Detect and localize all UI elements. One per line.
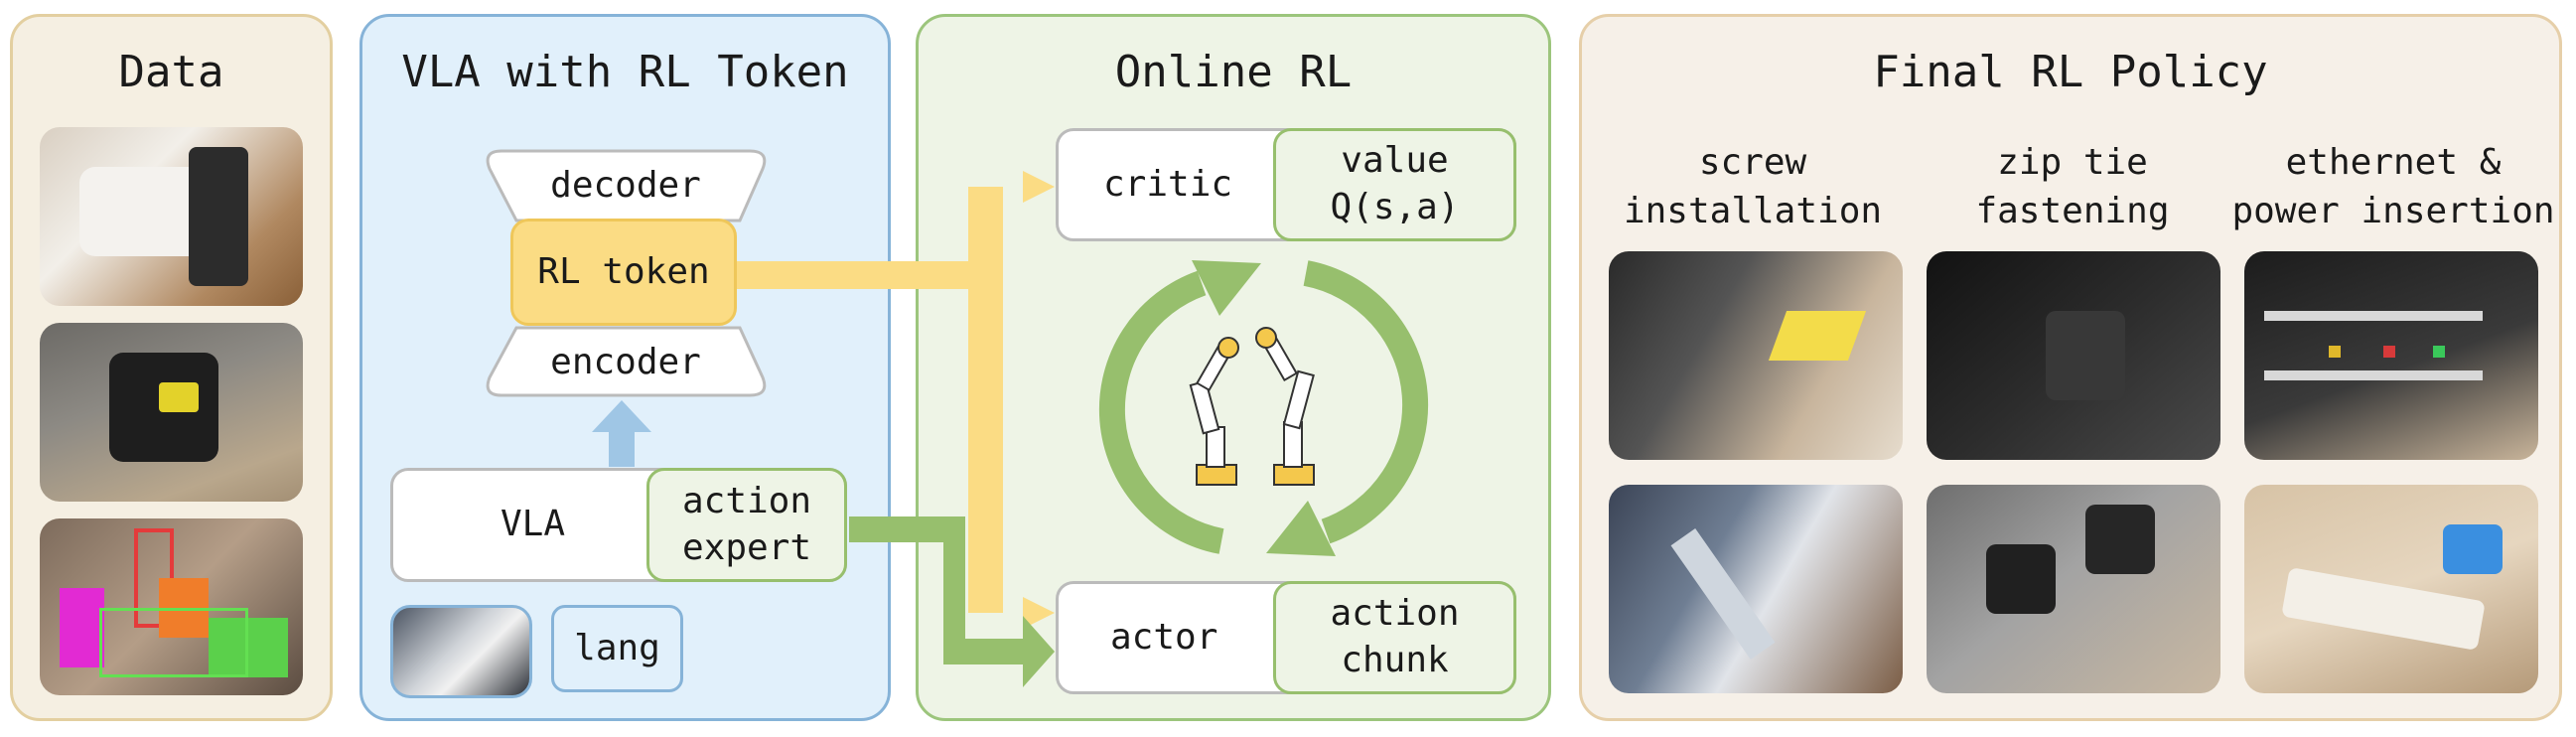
robot-arm-left-icon <box>1189 337 1239 486</box>
loop-arrowhead-right <box>1266 501 1336 556</box>
rl-token-box: RL token <box>510 219 737 326</box>
final-policy-title: Final RL Policy <box>1873 47 2268 97</box>
loop-arrow-left <box>1098 270 1224 554</box>
encoder-up-arrow <box>592 400 651 467</box>
online-rl-title: Online RL <box>1114 47 1353 97</box>
loop-arrow-right <box>1303 260 1429 544</box>
ethernet-task-photo-1 <box>2244 251 2538 460</box>
decoder-label: decoder <box>550 165 701 207</box>
encoder-shape <box>486 326 767 397</box>
bedroom-robot-photo <box>40 127 303 306</box>
power-task-photo-2 <box>2244 485 2538 693</box>
zip-tie-task-photo-1 <box>1927 251 2220 460</box>
action-expert-box: action expert <box>646 468 847 582</box>
segmented-room-photo <box>40 518 303 695</box>
decoder-shape <box>486 149 767 222</box>
vla-title: VLA with RL Token <box>401 47 849 97</box>
task-label-screw: screw installation <box>1623 142 1883 231</box>
value-box: value Q(s,a) <box>1273 128 1516 241</box>
robot-arm-right-icon <box>1255 327 1315 486</box>
screw-task-photo-1 <box>1609 251 1903 460</box>
task-label-zip-tie: zip tie fastening <box>1975 142 2170 231</box>
action-expert-arrow <box>849 516 1055 687</box>
lang-box: lang <box>551 605 683 692</box>
robot-observation-thumbnail <box>390 605 532 698</box>
rl-token-arrow <box>737 171 1055 629</box>
vla-panel: VLA with RL Token <box>359 14 891 721</box>
zip-tie-task-photo-2 <box>1927 485 2220 693</box>
loop-arrowhead-left <box>1192 260 1261 316</box>
table-robot-photo <box>40 323 303 502</box>
action-chunk-box: action chunk <box>1273 581 1516 694</box>
task-label-ethernet: ethernet & power insertion <box>2231 142 2555 231</box>
encoder-label: encoder <box>550 342 701 383</box>
data-title: Data <box>118 47 224 97</box>
screw-task-photo-2 <box>1609 485 1903 693</box>
